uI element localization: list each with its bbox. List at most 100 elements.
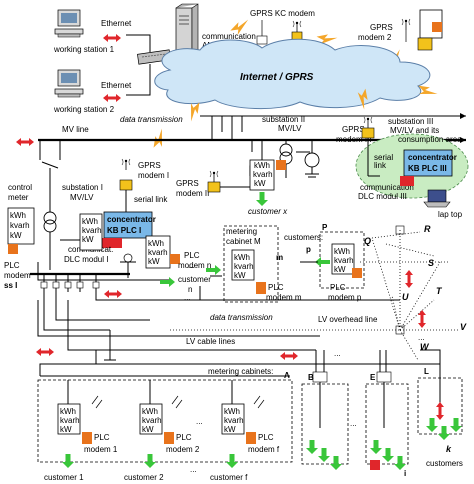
substation-2[interactable]: substation II MV/LV kWh kvarh kW custome… — [211, 115, 320, 216]
metering-cabinet-a[interactable]: A kWh kvarh kW PLC modem 1 kWh kvarh kW … — [37, 371, 293, 463]
kc-modem-label: GPRS KC modem — [250, 9, 315, 18]
serial3-label-2: link — [374, 161, 387, 170]
plc-label: PLC — [258, 433, 274, 442]
workstation-2-label: working station 2 — [53, 105, 115, 114]
gprs2-label-2: modem 2 — [358, 33, 392, 42]
gprs-modem-ii[interactable]: GPRS modem II — [176, 170, 250, 198]
plc-n-label-1: PLC — [184, 251, 200, 260]
sub3-label-2: MV/LV and its — [390, 126, 439, 135]
antenna-icon — [121, 158, 131, 171]
ellipsis: ... — [350, 419, 357, 428]
gprs3-label-1: GPRS — [342, 125, 365, 134]
kwh-label: kWh — [148, 239, 164, 248]
workstation-icon — [54, 69, 84, 98]
metering-cabinet-m[interactable]: metering cabinet M m kWh kvarh kW PLC mo… — [223, 225, 302, 303]
sub2-label-1: substation II — [262, 115, 305, 124]
red-arrow — [418, 310, 426, 328]
green-arrow — [62, 454, 74, 468]
laptop-icon[interactable] — [423, 189, 451, 208]
kw-label: kW — [82, 235, 94, 244]
lv-overhead-star: Q R S U T V W — [360, 224, 467, 361]
ethernet-label-2: Ethernet — [101, 81, 132, 90]
gprs3-label-2: modem III — [336, 135, 372, 144]
customers-label: customers: — [284, 233, 323, 242]
metering-cabinet-e[interactable]: E i — [365, 373, 409, 478]
kw-label: kW — [254, 179, 266, 188]
customer-n[interactable]: kWh kvarh kW PLC modem n customer n — [120, 235, 211, 294]
customer-2-label: customer 2 — [124, 473, 164, 482]
red-arrow — [36, 348, 54, 356]
control-label-2: meter — [8, 193, 29, 202]
plc-label: PLC — [94, 433, 110, 442]
kvarh-label: kvarh — [253, 170, 273, 179]
green-arrow — [318, 448, 330, 462]
cabinets-label: metering cabinets: — [208, 367, 273, 376]
conc1-label-2: KB PLC I — [107, 226, 141, 235]
ellipsis: ... — [190, 465, 197, 474]
antenna-icon — [209, 170, 219, 183]
kwh-label: kWh — [334, 247, 350, 256]
ethernet-label-1: Ethernet — [101, 19, 132, 28]
workstation-2[interactable]: working station 2 — [53, 69, 115, 114]
red-arrow — [405, 270, 413, 288]
cust-n-label-1: customer — [178, 275, 211, 284]
customer-1-meter[interactable]: kWh kvarh kW PLC modem 1 — [57, 395, 118, 454]
concentrator-3[interactable] — [403, 149, 453, 177]
metering-cabinet-b[interactable]: B — [301, 373, 349, 470]
substation-3[interactable]: substation III MV/LV and its consumption… — [336, 116, 469, 219]
internet-gprs-cloud: Internet / GPRS — [154, 38, 431, 109]
ellipsis: ... — [334, 349, 341, 358]
green-arrow — [160, 277, 175, 287]
green-arrow — [450, 418, 462, 432]
cust-n-label-2: n — [188, 285, 192, 294]
antenna-icon — [363, 116, 373, 129]
metering-cabinet-p[interactable]: customers: p P kWh kvarh kW PLC modem p — [284, 223, 365, 302]
kvarh-label: kvarh — [148, 248, 168, 257]
conc3-label-1: concentrator — [408, 153, 457, 162]
modem-1-label: modem 1 — [84, 445, 118, 454]
gprs-kc-modem[interactable]: GPRS KC modem — [250, 9, 315, 45]
cab-m-label-1: metering — [226, 227, 257, 236]
workstation-1[interactable]: working station 1 — [53, 9, 115, 54]
i-label: i — [404, 469, 406, 478]
m-label: m — [276, 253, 283, 262]
dir-r-label: R — [424, 224, 431, 234]
data-transmission-label: data transmission — [120, 115, 183, 124]
sub3-label-1: substation III — [388, 117, 433, 126]
kw-label: kW — [334, 265, 346, 274]
modem-2-label: modem 2 — [166, 445, 200, 454]
dir-t-label: T — [436, 286, 443, 296]
dir-q-label: Q — [364, 236, 371, 246]
kvarh-label: kvarh — [60, 416, 80, 425]
kw-label: kW — [10, 231, 22, 240]
cab-p-label: P — [322, 223, 328, 232]
customer-2-meter[interactable]: kWh kvarh kW PLC modem 2 — [139, 395, 200, 454]
sub3-label-3: consumption area — [398, 135, 462, 144]
gprs-modem-2[interactable]: GPRS modem 2 — [358, 9, 443, 51]
concentrator-1[interactable] — [103, 211, 153, 239]
kvarh-label: kvarh — [10, 221, 30, 230]
customer-f-meter[interactable]: kWh kvarh kW PLC modem f — [221, 395, 280, 454]
comm1-label-2: DLC modul I — [64, 255, 108, 264]
kwh-label: kWh — [142, 407, 158, 416]
plc-label: PLC — [176, 433, 192, 442]
gprs2m-label-1: GPRS — [176, 179, 199, 188]
gprs1-label-2: modem I — [138, 171, 169, 180]
cab-b-label: B — [308, 373, 314, 382]
antenna-icon — [401, 18, 411, 31]
control-meter[interactable]: control meter kWh kvarh kW — [7, 183, 35, 254]
kvarh-label: kvarh — [224, 416, 244, 425]
plc-ss1-label-2: modem — [4, 271, 31, 280]
plc-ss1-label-3: ss I — [4, 281, 17, 290]
red-arrow — [436, 402, 444, 420]
customer-f-label: customer f — [210, 473, 248, 482]
cab-m-label-2: cabinet M — [226, 237, 261, 246]
conc3-label-2: KB PLC III — [408, 164, 447, 173]
lv-overhead-label: LV overhead line — [318, 315, 378, 324]
antenna-icon — [292, 20, 302, 33]
green-arrow — [370, 440, 382, 454]
ellipsis: ... — [188, 261, 195, 270]
customers-k-label: customers — [426, 459, 463, 468]
cab-e-label: E — [370, 373, 376, 382]
